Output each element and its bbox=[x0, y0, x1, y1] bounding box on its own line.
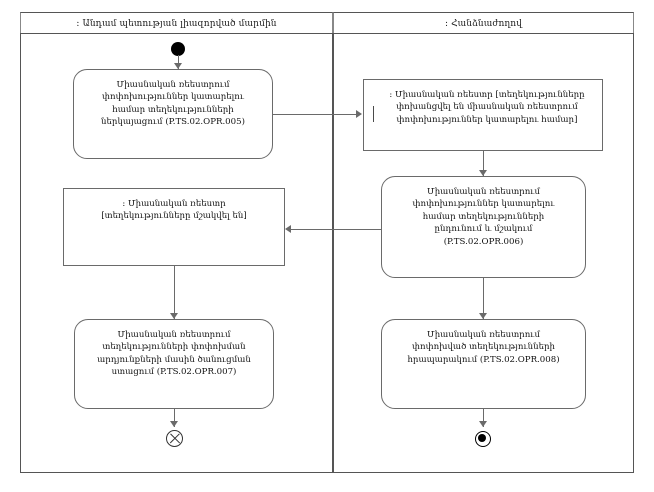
lane-title-right: : Հանձնաժողով bbox=[445, 18, 522, 29]
arrowhead-activity1-to-object-right bbox=[356, 110, 362, 118]
arrowhead-object-left-to-activity2 bbox=[170, 313, 178, 319]
activity-node-opr007-label: Միասնական ռեեստրում տեղեկությունների փոփ… bbox=[97, 330, 251, 378]
activity-node-opr007[interactable]: Միասնական ռեեստրում տեղեկությունների փոփ… bbox=[74, 319, 274, 409]
edge-object-left-to-activity2 bbox=[174, 266, 175, 319]
arrowhead-activity-opr006-to-object-left bbox=[285, 225, 291, 233]
lane-header-right: : Հանձնաժողով bbox=[333, 12, 634, 34]
arrowhead-activity-opr008-to-final bbox=[479, 421, 487, 427]
flow-final-node bbox=[166, 430, 183, 447]
activity-node-opr008-label: Միասնական ռեեստրում փոփոխված տեղեկությու… bbox=[407, 330, 560, 365]
arrowhead-activity2-to-flowfinal bbox=[170, 421, 178, 427]
edge-activity-opr006-to-opr008 bbox=[483, 278, 484, 319]
lane-header-left: : Անդամ պետության լիազորված մարմին bbox=[20, 12, 333, 34]
edge-activity2-to-flowfinal bbox=[174, 409, 175, 427]
object-node-registry-processed-label: : Միասնական ռեեստր [տեղեկությունները մշա… bbox=[101, 199, 247, 222]
arrowhead-start-to-activity1 bbox=[174, 63, 182, 69]
arrowhead-object-right-to-activity-opr006 bbox=[479, 170, 487, 176]
initial-node bbox=[171, 42, 185, 56]
edge-activity1-to-object-right bbox=[273, 114, 358, 115]
arrowhead-activity-opr006-to-opr008 bbox=[479, 313, 487, 319]
lane-title-left: : Անդամ պետության լիազորված մարմին bbox=[76, 18, 277, 29]
activity-node-opr008[interactable]: Միասնական ռեեստրում փոփոխված տեղեկությու… bbox=[381, 319, 586, 409]
object-node-registry-transferred-label: : Միասնական ռեեստր [տեղեկությունները փոխ… bbox=[389, 90, 585, 125]
edge-activity-opr008-to-final bbox=[483, 409, 484, 427]
object-node-registry-processed[interactable]: : Միասնական ռեեստր [տեղեկությունները մշա… bbox=[63, 188, 285, 266]
activity-node-opr006-label: Միասնական ռեեստրում փոփոխություններ կատա… bbox=[412, 187, 555, 247]
activity-node-opr005-label: Միասնական ռեեստրում փոփոխություններ կատա… bbox=[101, 80, 245, 128]
activity-final-node bbox=[475, 431, 491, 447]
edge-start-to-activity1 bbox=[178, 55, 179, 69]
activity-node-opr006[interactable]: Միասնական ռեեստրում փոփոխություններ կատա… bbox=[381, 176, 586, 278]
object-node-pin-marker bbox=[373, 106, 374, 122]
edge-activity-opr006-to-object-left bbox=[290, 229, 381, 230]
object-node-registry-transferred[interactable]: : Միասնական ռեեստր [տեղեկությունները փոխ… bbox=[363, 79, 603, 151]
edge-object-right-to-activity-opr006 bbox=[483, 151, 484, 176]
activity-node-opr005[interactable]: Միասնական ռեեստրում փոփոխություններ կատա… bbox=[73, 69, 273, 159]
